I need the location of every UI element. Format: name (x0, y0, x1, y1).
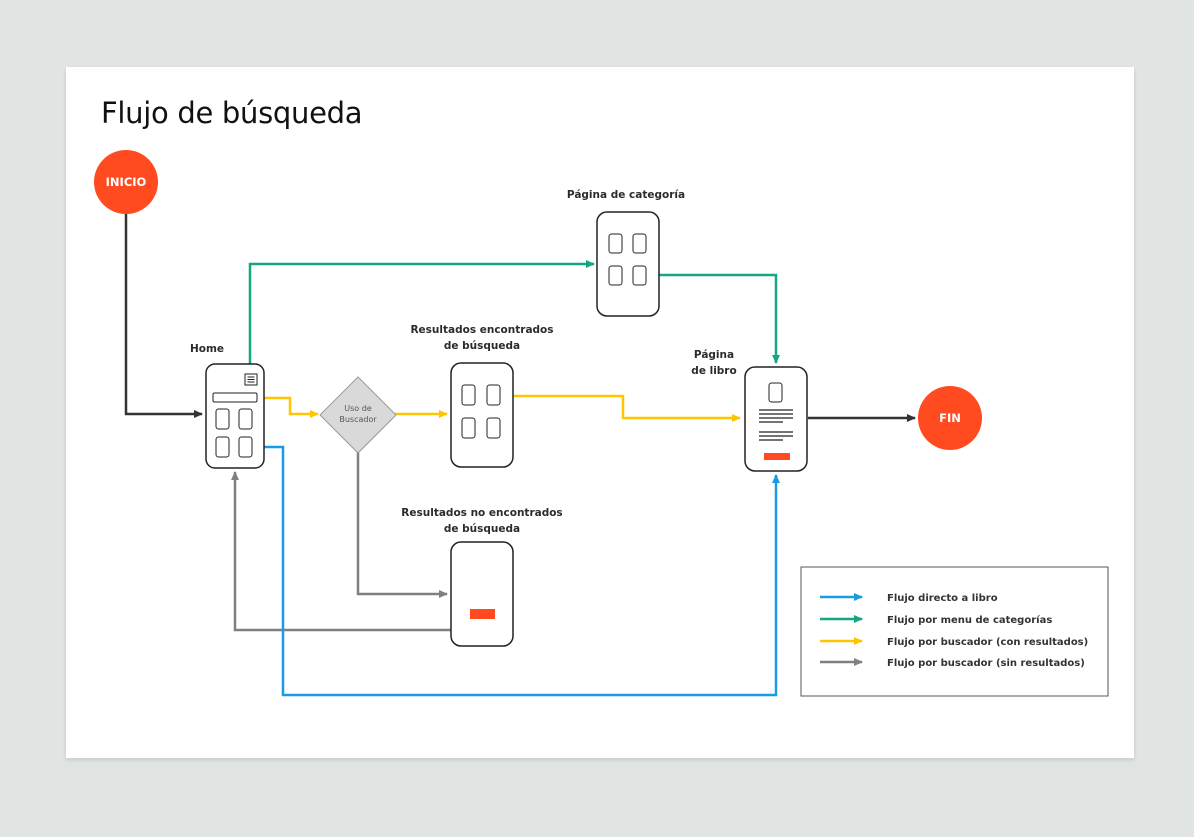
svg-text:Flujo por buscador (con result: Flujo por buscador (con resultados) (887, 637, 1088, 648)
error-button-icon (470, 609, 495, 619)
page-title: Flujo de búsqueda (101, 96, 363, 130)
search-bar-icon (212, 392, 258, 403)
buy-button-icon (764, 453, 790, 460)
edge-decision-notfound (356, 452, 448, 598)
svg-text:Flujo por buscador (sin result: Flujo por buscador (sin resultados) (887, 658, 1085, 669)
legend-item-blue: Flujo directo a libro (820, 593, 998, 604)
node-results-not-found[interactable]: Resultados no encontrados de búsqueda (401, 507, 563, 647)
node-home[interactable]: Home (190, 343, 265, 469)
hamburger-menu-icon (244, 373, 258, 386)
decision-label-2: Buscador (339, 415, 377, 424)
node-end[interactable]: FIN (918, 386, 982, 450)
results-not-found-label-2: de búsqueda (444, 523, 520, 535)
edge-home-decision (258, 396, 319, 418)
legend-item-green: Flujo por menu de categorías (820, 614, 1052, 626)
edge-category-book (648, 273, 780, 364)
book-cover-icon (768, 382, 783, 403)
legend-item-yellow: Flujo por buscador (con resultados) (820, 637, 1088, 648)
node-category-page[interactable]: Página de categoría (567, 189, 685, 317)
node-start[interactable]: INICIO (94, 150, 158, 214)
node-search-decision[interactable]: Uso de Buscador (319, 376, 397, 454)
results-not-found-label-1: Resultados no encontrados (401, 507, 562, 519)
end-label: FIN (939, 411, 961, 425)
edge-home-book (255, 445, 780, 697)
text-lines-icon (759, 409, 793, 441)
book-label-2: de libro (691, 365, 736, 377)
start-label: INICIO (106, 175, 147, 189)
svg-text:Flujo por menu de categorías: Flujo por menu de categorías (887, 614, 1052, 626)
home-label: Home (190, 343, 224, 355)
decision-label-1: Uso de (344, 404, 372, 413)
svg-text:Flujo directo a libro: Flujo directo a libro (887, 593, 998, 604)
legend-item-gray: Flujo por buscador (sin resultados) (820, 658, 1085, 669)
category-label: Página de categoría (567, 189, 685, 201)
node-results-found[interactable]: Resultados encontrados de búsqueda (410, 324, 554, 468)
edge-start-home (124, 213, 203, 418)
node-book-page[interactable]: Página de libro (691, 349, 808, 472)
edge-results-book (502, 394, 741, 422)
results-found-label-1: Resultados encontrados (410, 324, 553, 336)
book-label-1: Página (694, 349, 734, 361)
edge-home-category (248, 260, 595, 366)
results-found-label-2: de búsqueda (444, 340, 520, 352)
legend: Flujo directo a libro Flujo por menu de … (800, 566, 1109, 697)
